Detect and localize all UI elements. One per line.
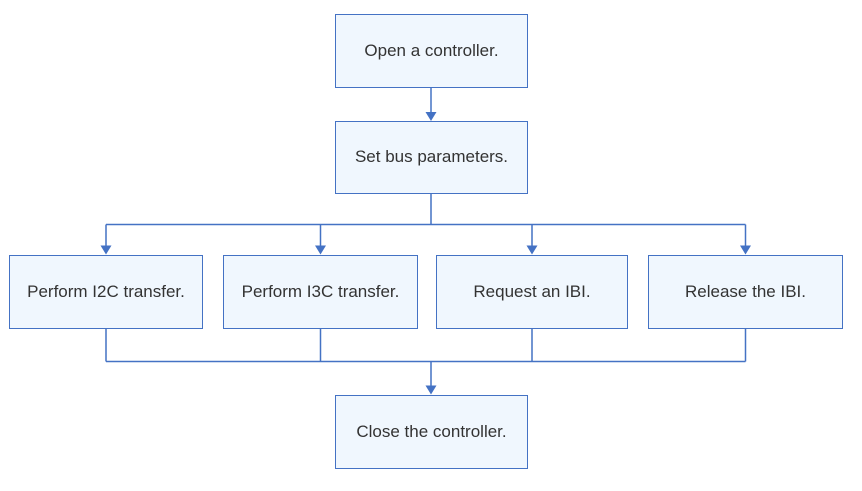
node-label: Release the IBI. [685, 281, 806, 301]
node-set-bus-parameters: Set bus parameters. [335, 121, 528, 194]
arrowhead-i3c [315, 245, 326, 255]
node-perform-i2c-transfer: Perform I2C transfer. [9, 255, 203, 329]
node-request-ibi: Request an IBI. [436, 255, 628, 329]
node-label: Request an IBI. [473, 281, 591, 301]
connector-merge-rail-to-close [105, 329, 747, 386]
node-label: Set bus parameters. [354, 147, 509, 167]
node-label: Perform I3C transfer. [241, 281, 400, 301]
connector-set-to-branch-rail [105, 194, 747, 246]
node-open-controller: Open a controller. [335, 14, 528, 88]
node-perform-i3c-transfer: Perform I3C transfer. [223, 255, 418, 329]
arrowhead-release-ibi [740, 245, 751, 255]
arrowhead-set [425, 112, 437, 121]
node-label: Close the controller. [356, 421, 507, 441]
node-release-ibi: Release the IBI. [648, 255, 843, 329]
node-label: Perform I2C transfer. [27, 281, 185, 301]
arrowhead-request-ibi [526, 245, 538, 255]
node-label: Open a controller. [364, 40, 499, 60]
arrowhead-i2c [100, 245, 112, 255]
arrowhead-close [425, 385, 437, 395]
node-close-controller: Close the controller. [335, 395, 528, 469]
